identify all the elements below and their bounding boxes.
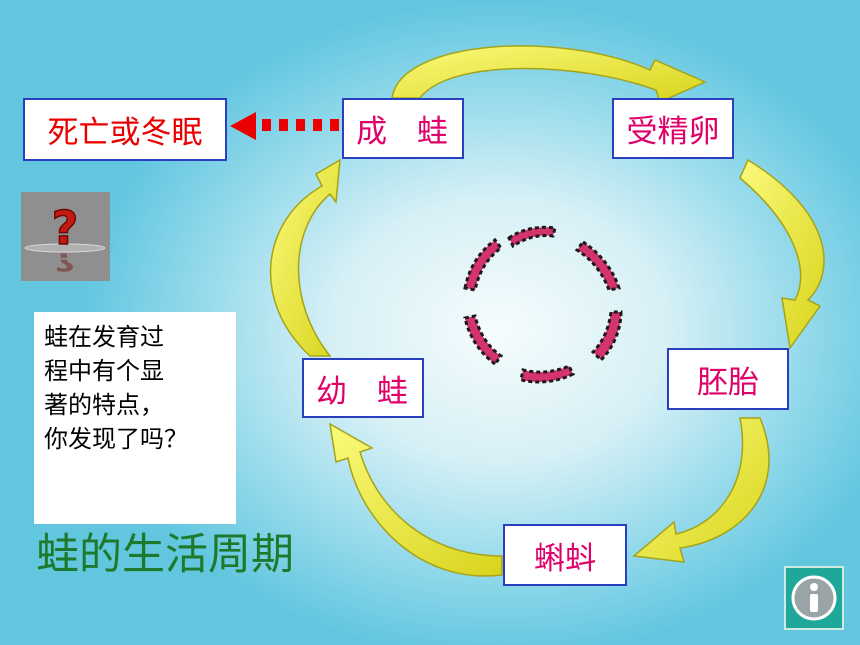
arrow-embryo-to-tadpole xyxy=(632,417,770,563)
stage-embryo: 胚胎 xyxy=(667,348,789,410)
arrow-adult-to-egg xyxy=(391,45,707,104)
diagram-title: 蛙的生活周期 xyxy=(36,530,294,580)
svg-text:?: ? xyxy=(55,247,76,276)
info-button[interactable] xyxy=(784,566,844,630)
question-mark-icon: ? ? xyxy=(24,200,106,276)
stage-label: 死亡或冬眠 xyxy=(47,115,203,151)
stage-death-or-hibernation: 死亡或冬眠 xyxy=(23,98,227,161)
stage-label: 受精卵 xyxy=(626,114,720,150)
stage-froglet: 幼 蛙 xyxy=(302,358,424,418)
stage-fertilized-egg: 受精卵 xyxy=(612,98,734,159)
stage-adult-frog: 成 蛙 xyxy=(342,98,464,159)
arrow-egg-to-embryo xyxy=(739,158,825,350)
arrow-froglet-to-adult xyxy=(269,158,341,357)
svg-text:?: ? xyxy=(52,201,79,255)
stage-label: 蝌蚪 xyxy=(534,540,596,577)
arrow-tadpole-to-froglet xyxy=(329,422,503,577)
question-mark-button[interactable]: ? ? xyxy=(21,192,110,281)
question-text: 蛙在发育过 程中有个显 著的特点， 你发现了吗？ xyxy=(34,312,236,524)
stage-label: 成 蛙 xyxy=(356,114,458,150)
stage-tadpole: 蝌蚪 xyxy=(503,524,627,586)
stage-label: 幼 蛙 xyxy=(316,373,418,410)
info-icon xyxy=(791,575,837,621)
circular-arrows-icon xyxy=(463,225,623,384)
stage-label: 胚胎 xyxy=(697,364,759,401)
dotted-arrow-adult-to-death xyxy=(230,112,339,140)
